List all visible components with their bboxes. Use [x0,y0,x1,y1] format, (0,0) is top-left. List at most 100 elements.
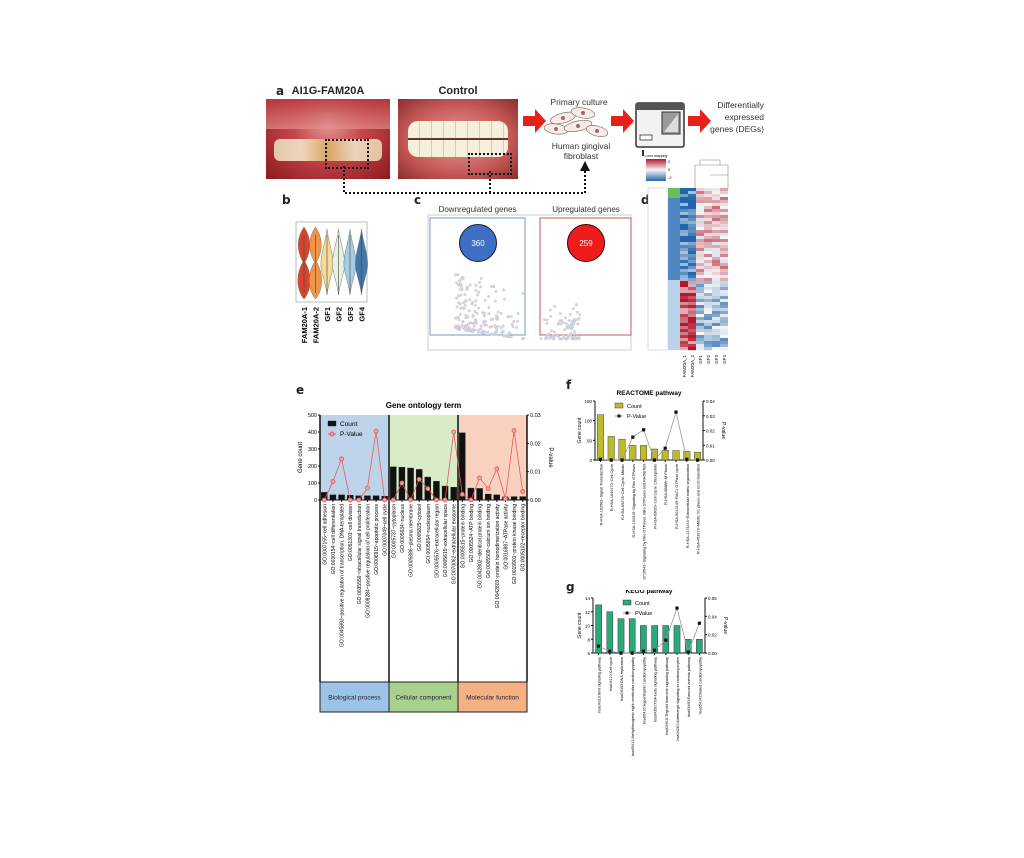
heatmap-sample-label: FAM20A_1 [682,355,687,378]
heatmap-cell [720,230,728,234]
heatmap-cell [720,287,728,291]
heatmap-cell [688,308,696,312]
pvalue-point [631,435,635,439]
x-tick-label: GO:0019901~protein kinase binding [512,504,518,584]
heatmap-cell [688,302,696,306]
heatmap-cell [688,305,696,309]
heatmap-cell [696,323,704,327]
volcano-point [482,314,486,318]
heatmap-cell [712,257,720,261]
heatmap-cell [688,266,696,270]
volcano-point [454,316,458,320]
heatmap-cell [696,320,704,324]
cluster-bar [668,198,680,280]
volcano-point [552,335,556,339]
heatmap-cell [696,209,704,213]
heatmap-cell [704,308,712,312]
volcano-point [463,299,467,303]
heatmap-cell [704,332,712,336]
heatmap-cell [712,209,720,213]
y2-axis-label: P-value [720,422,726,439]
heatmap-cell [720,293,728,297]
heatmap-cell [704,206,712,210]
cluster-bar [668,188,680,198]
heatmap-cell [688,209,696,213]
heatmap-cell [680,221,688,225]
pvalue-point [321,497,327,503]
heatmap-cell [680,206,688,210]
heatmap-cell [680,299,688,303]
heatmap-cell [720,257,728,261]
pvalue-point [485,486,491,492]
heatmap-cell [680,257,688,261]
pvalue-point [365,485,370,491]
y-tick-label: 300 [308,447,317,453]
go-group-name: Biological process [328,695,381,702]
heatmap-cell [688,341,696,345]
heatmap-cell [680,245,688,249]
pvalue-point [511,428,517,433]
volcano-point [494,289,498,293]
volcano-point [487,312,491,316]
heatmap-cell [688,317,696,321]
panel-e-label: e [296,383,305,397]
heatmap-cell [720,296,728,300]
heatmap-sample-label: GF4 [722,355,727,364]
count-bar [673,625,681,654]
pvalue-point [652,458,656,462]
heatmap-cell [712,260,720,264]
y2-axis-label: P-value [547,447,553,468]
heatmap-cell [680,338,688,342]
volcano-point [455,296,458,300]
pvalue-point [494,466,500,472]
heatmap-cell [680,266,688,270]
volcano-point [465,286,469,290]
volcano-point [471,330,475,333]
volcano-point [499,311,503,315]
heatmap-cell [696,194,704,198]
volcano-point [522,336,526,340]
pvalue-point [408,497,413,503]
heatmap-cell [696,191,704,195]
volcano-point [473,310,477,314]
volcano-point [479,327,483,331]
volcano-point [462,306,466,310]
heatmap-cell [696,254,704,258]
patient-sampling-region [325,139,369,169]
heatmap-cell [680,218,688,222]
heatmap-cell [720,251,728,255]
heatmap-cell [704,224,712,228]
arrow-right-icon [523,109,546,133]
heatmap-cell [696,248,704,252]
heatmap-cell [704,251,712,255]
pvalue-point [674,410,678,414]
x-tick-label: GO:0035556~intracellular signal transduc… [357,504,363,604]
volcano-point [515,325,518,329]
count-bar [450,487,457,501]
volcano-point [474,299,478,303]
upregulated-count: 259 [579,238,593,248]
volcano-point [461,319,465,323]
heatmap-cell [696,203,704,207]
x-tick-label: GO:0007155~cell adhesion [322,504,328,565]
heatmap-cell [712,302,720,306]
volcano-point [487,306,491,309]
heatmap-cell [712,215,720,219]
colorbar-tick: 0 [668,167,671,172]
volcano-point [458,328,461,332]
downregulated-count: 360 [471,238,485,248]
heatmap-cell [688,269,696,273]
heatmap-cell [712,230,720,234]
volcano-point [542,318,546,322]
x-tick-label: R-HSA-9013149~RAC1 GTPase cycle [675,464,679,529]
fibroblast-cells-icon [543,107,609,137]
upregulated-region [539,217,632,336]
x-tick-label: R-HSA-68886~M Phase [664,464,668,505]
heatmap-cell [704,266,712,270]
volcano-point [563,316,567,320]
heatmap-cell [712,266,720,270]
volcano-point [557,335,560,338]
volcano-point [509,315,513,319]
x-tick-label: GO:0005576~extracellular region [434,504,440,578]
heatmap-cell [680,263,688,267]
